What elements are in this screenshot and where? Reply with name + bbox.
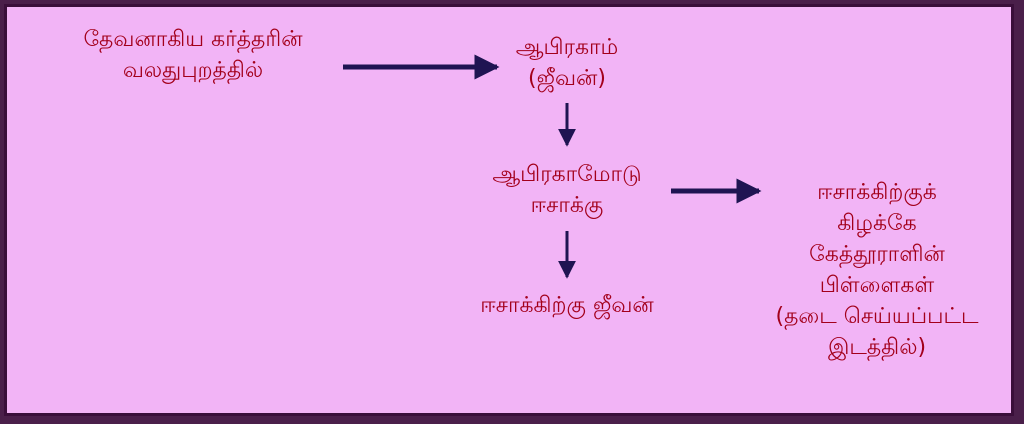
node-abraham-isaac-line-1: ஆபிரகாமோடு	[492, 162, 642, 187]
node-east-line-4: பிள்ளைகள்	[819, 273, 935, 298]
diagram-canvas: தேவனாகிய கர்த்தரின் வலதுபுறத்தில் ஆபிரகா…	[4, 4, 1014, 416]
node-east-line-2: கிழக்கே	[837, 211, 917, 236]
node-abraham-isaac-line-2: ஈசாக்கு	[530, 193, 604, 218]
node-abraham-line-2: (ஜீவன்)	[528, 66, 606, 91]
node-east-line-1: ஈசாக்கிற்குக்	[817, 180, 937, 205]
node-abraham: ஆபிரகாம் (ஜீவன்)	[477, 32, 657, 94]
node-isaac-life-line-1: ஈசாக்கிற்கு ஜீவன்	[480, 293, 654, 318]
node-abraham-line-1: ஆபிரகாம்	[515, 35, 619, 60]
node-isaac-life: ஈசாக்கிற்கு ஜீவன்	[437, 290, 697, 321]
node-east-line-5: (தடை செய்யப்பட்ட	[775, 304, 979, 329]
node-east: ஈசாக்கிற்குக் கிழக்கே கேத்தூராளின் பிள்ள…	[757, 177, 997, 363]
arrows-layer	[343, 54, 762, 279]
node-abraham-isaac: ஆபிரகாமோடு ஈசாக்கு	[462, 159, 672, 221]
node-east-line-3: கேத்தூராளின்	[809, 242, 945, 267]
node-east-line-6: இடத்தில்)	[827, 335, 927, 360]
node-start: தேவனாகிய கர்த்தரின் வலதுபுறத்தில்	[43, 24, 343, 86]
node-start-line-1: தேவனாகிய கர்த்தரின்	[83, 27, 303, 52]
node-start-line-2: வலதுபுறத்தில்	[122, 58, 264, 83]
